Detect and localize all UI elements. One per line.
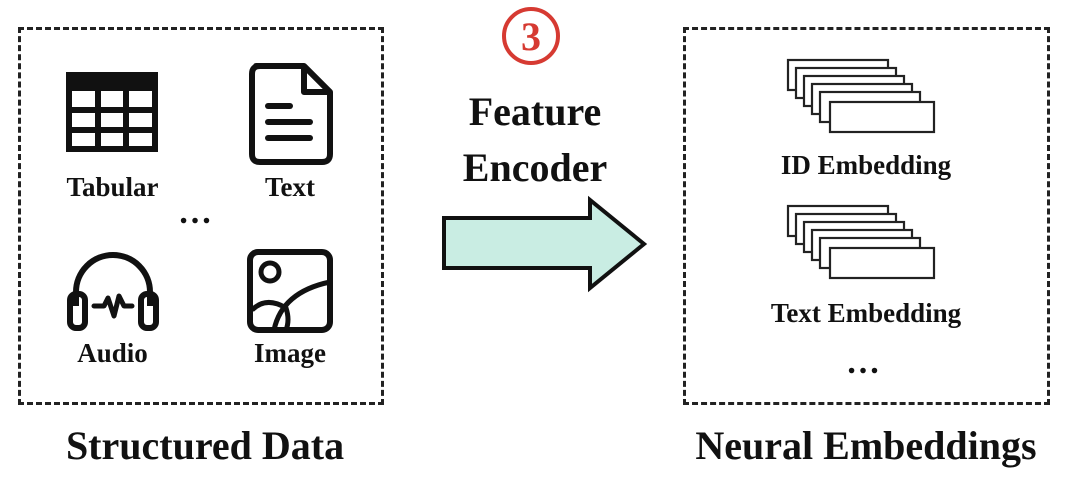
text-embedding-label: Text Embedding <box>770 298 962 328</box>
headphones-icon <box>67 252 159 331</box>
step-number-badge: 3 <box>502 7 560 65</box>
neural-embeddings-caption: Neural Embeddings <box>695 423 1037 468</box>
image-label: Image <box>254 338 326 368</box>
encoder-label-line2: Encoder <box>462 145 608 190</box>
table-icon <box>66 72 158 152</box>
tabular-label: Tabular <box>66 172 159 202</box>
audio-label: Audio <box>77 338 148 368</box>
id-embedding-label: ID Embedding <box>780 150 952 180</box>
text-label: Text <box>264 172 315 202</box>
encoder-label-line1: Feature <box>468 89 602 134</box>
right-arrow-icon <box>442 195 648 293</box>
image-icon <box>247 249 333 333</box>
embedding-stack-icon <box>786 204 936 280</box>
neural-embeddings-box <box>683 27 1050 405</box>
structured-data-caption: Structured Data <box>65 423 345 468</box>
structured-data-box <box>18 27 384 405</box>
structured-ellipsis: … <box>178 194 214 231</box>
document-icon <box>249 63 333 165</box>
embedding-stack-icon <box>786 58 936 134</box>
neural-ellipsis: … <box>846 344 882 381</box>
